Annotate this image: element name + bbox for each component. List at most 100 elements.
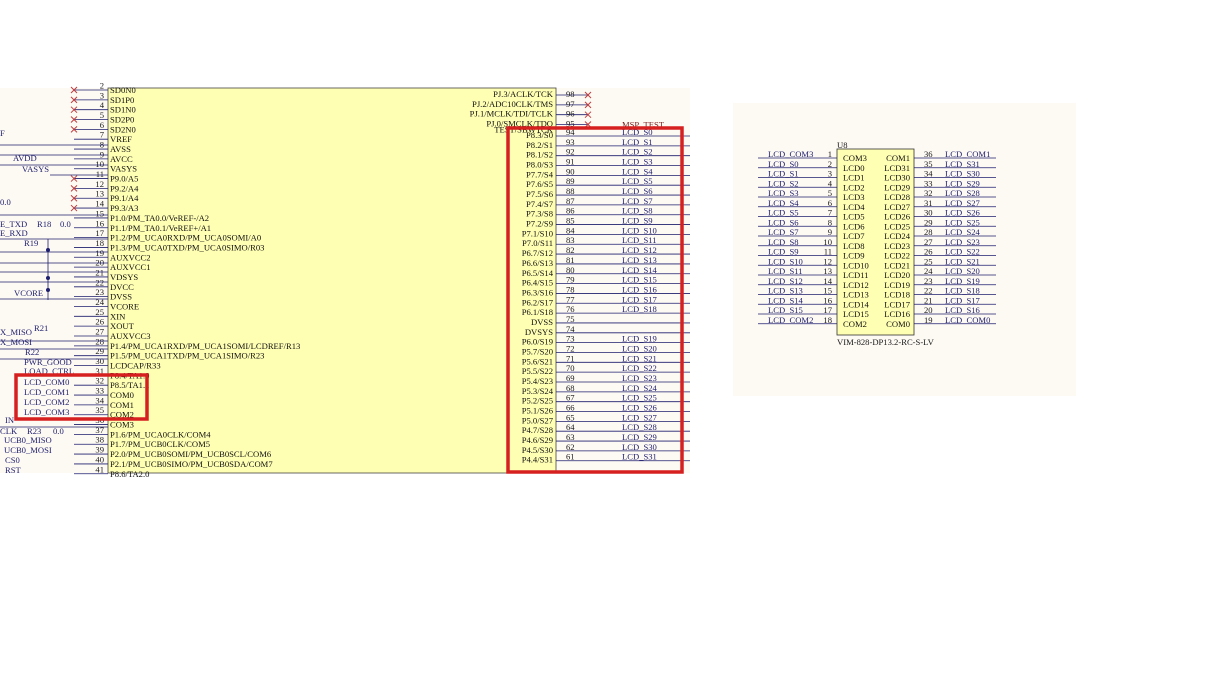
u8-pin-name: LCD2: [843, 182, 864, 192]
mcu-pin-number: 76: [566, 304, 575, 314]
mcu-pin-name: P7.7/S4: [526, 169, 554, 179]
u8-net-label: LCD_S11: [768, 266, 803, 276]
mcu-pin-name: P8.0/S3: [526, 160, 553, 170]
mcu-net-label: LCD_S26: [622, 403, 658, 413]
mcu-pin-number: 75: [566, 314, 575, 324]
mcu-pin-name: P7.2/S9: [526, 219, 553, 229]
no-connect-x: [70, 116, 78, 123]
u8-net-label: LCD_S16: [945, 305, 981, 315]
mcu-pin-number: 70: [566, 363, 575, 373]
no-connect-x: [584, 91, 592, 99]
mcu-pin-name: P8.6/TA2.0: [110, 469, 149, 479]
no-connect-x: [70, 106, 78, 114]
no-connect-x: [70, 96, 78, 104]
left-net-label: R21: [34, 323, 48, 333]
mcu-pin-number: 86: [566, 206, 575, 216]
highlight-com-pins: [14, 373, 149, 421]
u8-pin-name: COM2: [843, 319, 867, 329]
mcu-pin-name: P7.6/S5: [526, 179, 553, 189]
u8-net-label: LCD_S26: [945, 208, 981, 218]
mcu-pin-name: P6.0/S19: [522, 337, 553, 347]
mcu-pin-name: P1.4/PM_UCA1RXD/PM_UCA1SOMI/LCDREF/R13: [110, 341, 300, 351]
left-net-label: VASYS: [22, 164, 49, 174]
mcu-pin-name: P1.0/PM_TA0.0/VeREF-/A2: [110, 213, 209, 223]
u8-pin-name: LCD26: [884, 212, 910, 222]
u8-net-label: LCD_S24: [945, 227, 981, 237]
highlight-segment-pins: [506, 126, 684, 474]
mcu-pin-name: P6.7/S12: [522, 248, 553, 258]
u8-net-label: LCD_S19: [945, 276, 980, 286]
mcu-pin-name: P8.5/TA1.1: [110, 380, 149, 390]
mcu-net-label: LCD_S0: [622, 127, 653, 137]
u8-pin-name: LCD1: [843, 173, 864, 183]
u8-net-label: LCD_S21: [945, 256, 980, 266]
u8-pin-name: LCD15: [843, 309, 869, 319]
mcu-pin-number: 91: [566, 157, 575, 167]
mcu-pin-name: P7.4/S7: [526, 199, 554, 209]
u8-pin-name: LCD14: [843, 299, 869, 309]
u8-net-label: LCD_S5: [768, 208, 799, 218]
no-connect-x: [584, 111, 592, 119]
mcu-pin-number: 97: [566, 99, 575, 109]
left-net-label: LCD_COM1: [24, 387, 69, 397]
left-net-label: LOAD_CTRL: [24, 366, 74, 376]
mcu-pin-name: COM3: [110, 420, 134, 430]
u8-pin-name: LCD28: [884, 192, 910, 202]
mcu-pin-number: 9: [100, 149, 104, 159]
mcu-net-label: LCD_S25: [622, 393, 657, 403]
mcu-pin-name: VASYS: [110, 164, 137, 174]
mcu-pin-name: VCORE: [110, 301, 139, 311]
u8-net-label: LCD_S17: [945, 295, 981, 305]
mcu-pin-number: 15: [95, 208, 104, 218]
u8-pin-name: LCD20: [884, 270, 910, 280]
mcu-pin-name: XIN: [110, 311, 126, 321]
u8-pin-number: 34: [924, 169, 933, 179]
mcu-pin-number: 2: [100, 81, 104, 91]
mcu-pin-number: 66: [566, 403, 575, 413]
mcu-net-label: LCD_S17: [622, 294, 658, 304]
u8-pin-number: 6: [828, 198, 833, 208]
mcu-pin-number: 17: [95, 228, 104, 238]
junction-dot: [46, 248, 50, 252]
u8-pin-number: 27: [924, 237, 933, 247]
mcu-pin-name: P1.6/PM_UCA0CLK/COM4: [110, 429, 211, 439]
u8-pin-number: 25: [924, 256, 933, 266]
mcu-pin-name: LCDCAP/R33: [110, 361, 161, 371]
mcu-pin-number: 23: [95, 287, 104, 297]
u8-pin-number: 17: [823, 305, 832, 315]
u8-pin-number: 8: [828, 217, 832, 227]
u8-pin-number: 14: [823, 276, 832, 286]
mcu-pin-name: P9.0/A5: [110, 174, 138, 184]
u8-net-label: LCD_S0: [768, 159, 799, 169]
u8-pin-number: 19: [924, 315, 933, 325]
left-net-label: R19: [24, 238, 38, 248]
mcu-pin-number: 14: [95, 199, 104, 209]
u8-pin-name: LCD30: [884, 173, 910, 183]
mcu-pin-number: 18: [95, 238, 104, 248]
u8-pin-number: 4: [828, 178, 833, 188]
mcu-pin-name: VREF: [110, 134, 132, 144]
u8-net-label: LCD_S29: [945, 178, 980, 188]
left-net-label: F: [0, 128, 5, 138]
mcu-net-label: LCD_S28: [622, 422, 657, 432]
mcu-net-label: LCD_S5: [622, 176, 653, 186]
mcu-pin-name: PJ.2/ADC10CLK/TMS: [472, 99, 553, 109]
u8-net-label: LCD_COM2: [768, 315, 813, 325]
no-connect-x: [70, 194, 78, 202]
u8-net-label: LCD_S12: [768, 276, 803, 286]
u8-pin-number: 12: [823, 256, 832, 266]
mcu-net-label: LCD_S14: [622, 265, 658, 275]
mcu-pin-number: 40: [95, 454, 104, 464]
u8-net-label: LCD_S13: [768, 286, 803, 296]
mcu-pin-name: P6.6/S13: [522, 258, 553, 268]
mcu-pin-name: DVSS: [531, 317, 553, 327]
mcu-net-label: LCD_S4: [622, 166, 653, 176]
mcu-pin-number: 32: [95, 376, 104, 386]
u8-pin-name: LCD22: [884, 251, 910, 261]
u8-pin-name: LCD27: [884, 202, 910, 212]
u8-net-label: LCD_S4: [768, 198, 799, 208]
u8-pin-name: COM3: [843, 153, 867, 163]
mcu-net-label: LCD_S23: [622, 373, 657, 383]
